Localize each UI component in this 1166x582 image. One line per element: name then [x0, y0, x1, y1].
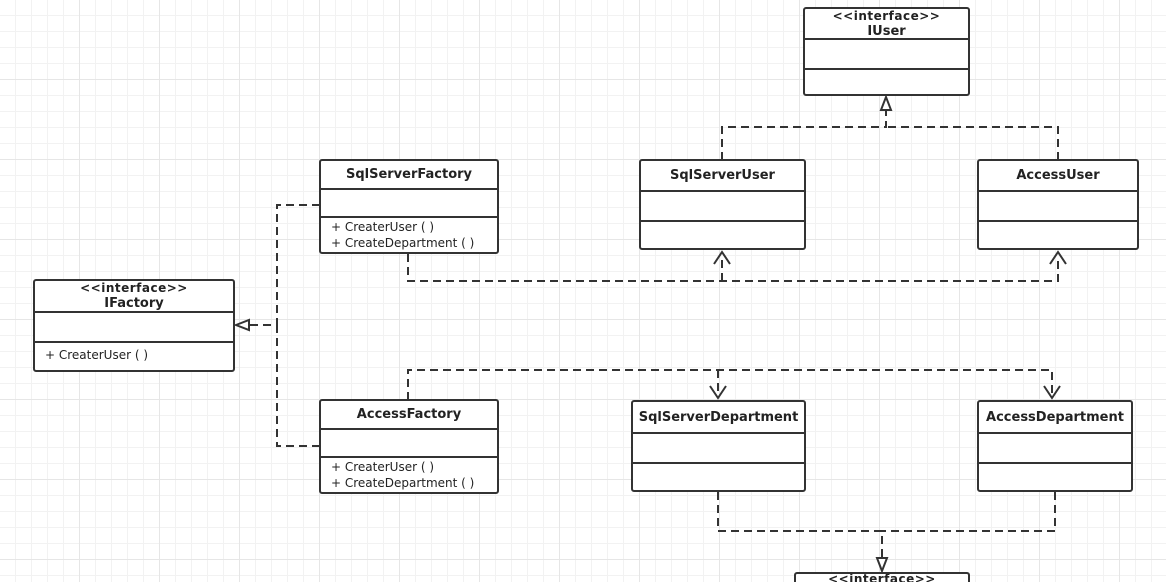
- class-idepartment[interactable]: <<interface>>: [794, 572, 970, 582]
- class-name: SqlServerFactory: [345, 166, 473, 182]
- class-header: SqlServerFactory: [321, 161, 497, 190]
- class-name: AccessDepartment: [986, 409, 1124, 425]
- class-accessdepartment[interactable]: AccessDepartment: [977, 400, 1133, 492]
- stereotype-label: <<interface>>: [832, 8, 941, 23]
- stereotype-label: <<interface>>: [80, 281, 188, 295]
- realization-accessdepartment-idepartment: [882, 492, 1056, 532]
- hollow-arrowhead-iuser: [879, 94, 893, 111]
- class-header: SqlServerDepartment: [633, 402, 804, 434]
- class-sqlserverdepartment[interactable]: SqlServerDepartment: [631, 400, 806, 492]
- operations-section: [633, 464, 804, 490]
- open-arrowhead-accessuser: [1049, 250, 1067, 265]
- open-arrowhead-sqlserverdepartment: [709, 385, 727, 400]
- class-header: AccessDepartment: [979, 402, 1131, 434]
- operations-section: [805, 70, 968, 94]
- hollow-arrowhead-idepartment: [875, 557, 889, 574]
- operations-section: + CreaterUser ( ): [35, 343, 233, 370]
- class-sqlserverfactory[interactable]: SqlServerFactory + CreaterUser ( ) + Cre…: [319, 159, 499, 254]
- class-accessfactory[interactable]: AccessFactory + CreaterUser ( ) + Create…: [319, 399, 499, 494]
- attributes-section: [35, 313, 233, 343]
- class-name: IUser: [867, 23, 906, 39]
- realization-sqlserverfactory-ifactory: [244, 204, 320, 326]
- realization-sqlserverdepartment-idepartment: [717, 492, 883, 564]
- class-iuser[interactable]: <<interface>> IUser: [803, 7, 970, 96]
- open-arrowhead-accessdepartment: [1043, 385, 1061, 400]
- dependency-sqlserverfactory-users: [407, 254, 1059, 282]
- class-header: SqlServerUser: [641, 161, 804, 192]
- attributes-section: [979, 192, 1137, 222]
- operation-creater-user: + CreaterUser ( ): [45, 348, 149, 362]
- operations-section: [979, 464, 1131, 490]
- attributes-section: [805, 40, 968, 70]
- operation-create-department: + CreateDepartment ( ): [331, 476, 475, 490]
- class-header: <<interface>> IUser: [805, 9, 968, 40]
- hollow-arrowhead-ifactory: [233, 318, 250, 332]
- attributes-section: [321, 190, 497, 218]
- attributes-section: [641, 192, 804, 222]
- class-ifactory[interactable]: <<interface>> IFactory + CreaterUser ( ): [33, 279, 235, 372]
- class-sqlserveruser[interactable]: SqlServerUser: [639, 159, 806, 250]
- attributes-section: [321, 430, 497, 458]
- class-header: AccessUser: [979, 161, 1137, 192]
- realization-sqlserveruser-iuser: [721, 104, 887, 160]
- operation-create-department: + CreateDepartment ( ): [331, 236, 475, 250]
- class-name: SqlServerDepartment: [638, 409, 799, 425]
- attributes-section: [979, 434, 1131, 464]
- operation-creater-user: + CreaterUser ( ): [331, 220, 435, 234]
- class-name: AccessFactory: [356, 406, 462, 422]
- class-name: AccessUser: [1016, 168, 1100, 183]
- open-arrowhead-sqlserveruser: [713, 250, 731, 265]
- attributes-section: [633, 434, 804, 464]
- realization-accessfactory-ifactory: [276, 325, 320, 447]
- dependency-accessfactory-departments: [407, 369, 1053, 400]
- class-name: SqlServerUser: [670, 168, 775, 183]
- operations-section: + CreaterUser ( ) + CreateDepartment ( ): [321, 218, 497, 252]
- realization-accessuser-iuser: [886, 126, 1059, 160]
- class-name: IFactory: [104, 296, 164, 311]
- operation-creater-user: + CreaterUser ( ): [331, 460, 435, 474]
- operations-section: [641, 222, 804, 248]
- class-header: <<interface>> IFactory: [35, 281, 233, 313]
- stereotype-label: <<interface>>: [828, 572, 936, 582]
- operations-section: + CreaterUser ( ) + CreateDepartment ( ): [321, 458, 497, 492]
- class-header: AccessFactory: [321, 401, 497, 430]
- operations-section: [979, 222, 1137, 248]
- class-accessuser[interactable]: AccessUser: [977, 159, 1139, 250]
- class-header: <<interface>>: [796, 574, 968, 582]
